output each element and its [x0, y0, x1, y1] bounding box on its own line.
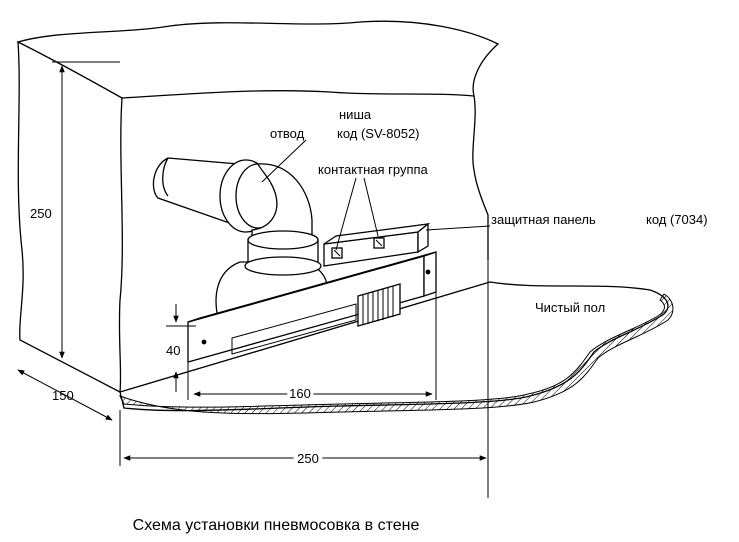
- floor-slab: [118, 281, 674, 415]
- wall-depth-dimension: 150: [52, 388, 74, 403]
- clean-floor-label: Чистый пол: [535, 300, 605, 315]
- protective-panel-label: защитная панель: [491, 212, 596, 227]
- niche-label: ниша: [339, 107, 372, 122]
- diagram-caption: Схема установки пневмосовка в стене: [133, 517, 420, 534]
- panel-grille: [357, 283, 401, 327]
- panel-width-dimension: 160: [289, 386, 311, 401]
- pipe-elbow: [152, 157, 328, 319]
- niche-code-label: код (SV-8052): [337, 126, 420, 141]
- panel-code-label: код (7034): [646, 212, 708, 227]
- wall-height-dimension: 250: [30, 206, 52, 221]
- dimension-lines: [17, 61, 489, 498]
- panel-height-dimension: 40: [166, 343, 180, 358]
- elbow-label: отвод: [270, 126, 305, 141]
- floor-width-dimension: 250: [297, 451, 319, 466]
- protective-panel: [187, 251, 437, 363]
- leader-lines: [261, 139, 491, 251]
- contact-group-label: контактная группа: [318, 162, 429, 177]
